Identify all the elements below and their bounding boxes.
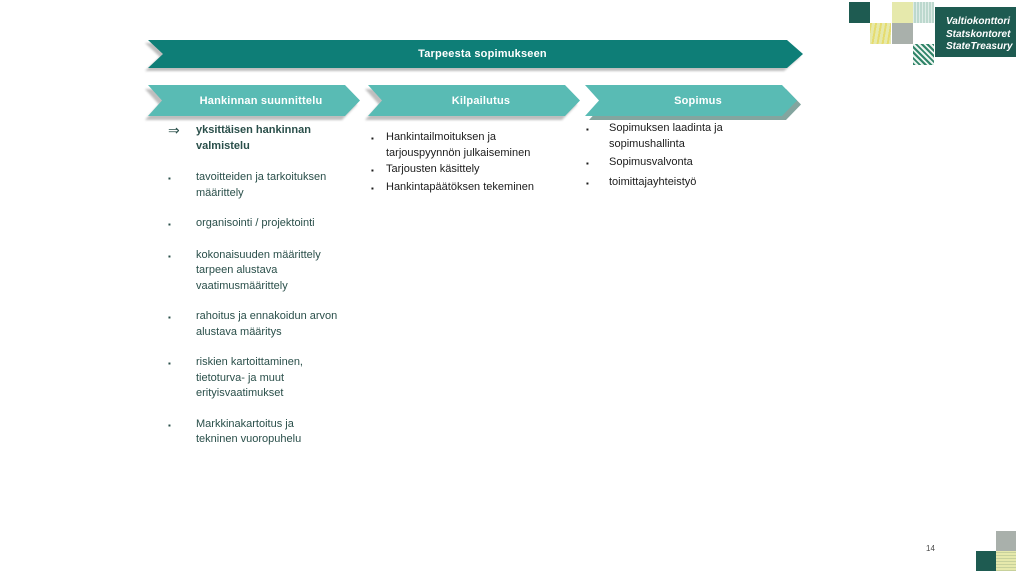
list-item: ▪ toimittajayhteistyö — [586, 175, 761, 192]
logo-mosaic-square-pale-yellow — [892, 2, 913, 23]
bullet-icon: ▪ — [168, 313, 171, 322]
bullet-icon: ▪ — [371, 166, 374, 175]
bullet-icon: ▪ — [168, 220, 171, 229]
footer-mosaic-square-gray — [996, 531, 1016, 551]
list-item-text: Sopimuksen laadinta ja sopimushallinta — [609, 122, 723, 150]
logo-mosaic-square-yellow-streak — [870, 23, 891, 44]
stage-chevron-shape — [585, 85, 797, 116]
bullet-icon: ▪ — [586, 159, 589, 168]
stage-chevron-sopimus: Sopimus — [585, 85, 797, 116]
page-number: 14 — [926, 544, 935, 553]
list-item-text: toimittajayhteistyö — [609, 175, 697, 188]
list-item-text: kokonaisuuden määrittely tarpeen alustav… — [196, 248, 321, 292]
list-item: ▪ Markkinakartoitus ja tekninen vuoropuh… — [168, 417, 373, 448]
list-item: ▪ Hankintapäätöksen tekeminen — [371, 180, 576, 197]
footer-mosaic-square-pale-yellow — [996, 551, 1016, 571]
list-item: ⇒ yksittäisen hankinnan valmistelu — [168, 123, 373, 154]
list-item: ▪ organisointi / projektointi — [168, 216, 373, 233]
valtiokonttori-logo: Valtiokonttori Statskontoret StateTreasu… — [935, 7, 1016, 57]
bullet-icon: ▪ — [168, 420, 171, 430]
logo-mosaic-square-mist-green — [913, 2, 934, 23]
column-sopimus: ▪ Sopimuksen laadinta ja sopimushallinta… — [586, 121, 761, 194]
list-item-text: yksittäisen hankinnan valmistelu — [196, 124, 311, 152]
list-item-text: Hankintapäätöksen tekeminen — [386, 180, 534, 193]
bullet-icon: ▪ — [586, 125, 589, 134]
stage-label: Hankinnan suunnittelu — [199, 94, 323, 107]
footer-mosaic-square-dark-green — [976, 551, 996, 571]
stage-chevron-shape — [148, 85, 360, 116]
bullet-icon: ▪ — [371, 183, 374, 193]
list-item-text: rahoitus ja ennakoidun arvon alustava mä… — [196, 310, 338, 338]
list-item-text: Hankintailmoituksen ja tarjouspyynnön ju… — [386, 131, 531, 159]
column-hankinnan-suunnittelu: ⇒ yksittäisen hankinnan valmistelu ▪ tav… — [168, 123, 373, 463]
list-item: ▪ rahoitus ja ennakoidun arvon alustava … — [168, 309, 373, 340]
stage-chevron-shape — [368, 85, 580, 116]
banner-chevron-shape — [148, 40, 803, 68]
process-banner: Tarpeesta sopimukseen — [148, 40, 803, 68]
column-kilpailutus: ▪ Hankintailmoituksen ja tarjouspyynnön … — [371, 130, 576, 197]
list-item: ▪ Sopimuksen laadinta ja sopimushallinta — [586, 121, 761, 152]
arrow-right-icon: ⇒ — [168, 122, 180, 138]
list-item-text: riskien kartoittaminen, tietoturva- ja m… — [196, 356, 303, 399]
list-item-text: organisointi / projektointi — [196, 217, 315, 229]
logo-mosaic-square-striped-green — [913, 44, 934, 65]
stage-label: Kilpailutus — [451, 94, 511, 107]
bullet-icon: ▪ — [586, 178, 589, 188]
list-item-text: tavoitteiden ja tarkoituksen määrittely — [196, 171, 327, 199]
list-item: ▪ Tarjousten käsittely — [371, 162, 576, 179]
stage-chevron-kilpailutus: Kilpailutus — [368, 85, 580, 116]
list-item: ▪ Sopimusvalvonta — [586, 155, 761, 172]
bullet-icon: ▪ — [168, 359, 171, 368]
bullet-icon: ▪ — [168, 174, 171, 183]
list-item: ▪ tavoitteiden ja tarkoituksen määrittel… — [168, 170, 373, 201]
list-item-text: Sopimusvalvonta — [609, 156, 693, 168]
bullet-icon: ▪ — [371, 134, 374, 143]
stage-label: Sopimus — [674, 94, 722, 107]
stage-chevron-hankinnan-suunnittelu: Hankinnan suunnittelu — [148, 85, 360, 116]
list-item: ▪ kokonaisuuden määrittely tarpeen alust… — [168, 248, 373, 295]
logo-mosaic-square-gray — [892, 23, 913, 44]
list-item-text: Markkinakartoitus ja tekninen vuoropuhel… — [196, 417, 302, 446]
list-item: ▪ riskien kartoittaminen, tietoturva- ja… — [168, 355, 373, 402]
bullet-icon: ▪ — [168, 251, 171, 261]
logo-mosaic-square-dark-green — [849, 2, 870, 23]
list-item-text: Tarjousten käsittely — [386, 163, 480, 175]
list-item: ▪ Hankintailmoituksen ja tarjouspyynnön … — [371, 130, 576, 161]
banner-title: Tarpeesta sopimukseen — [418, 48, 547, 60]
